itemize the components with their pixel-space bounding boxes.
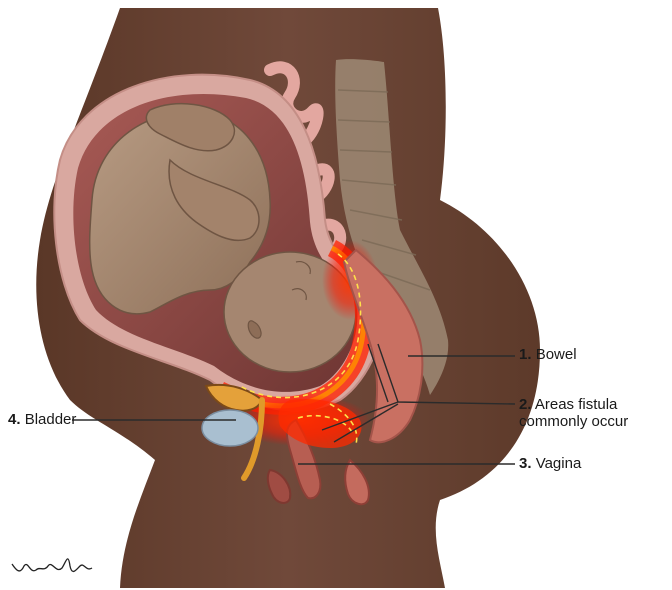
label-fistula-areas: 2. Areas fistula commonly occur	[519, 396, 628, 430]
label-bowel: 1. Bowel	[519, 346, 577, 363]
label-bladder: 4. Bladder	[8, 411, 76, 428]
artist-signature	[12, 559, 92, 572]
label-vagina-number: 3.	[519, 455, 532, 472]
label-fistula-text-line2: commonly occur	[519, 413, 628, 430]
label-bowel-text: Bowel	[536, 346, 577, 363]
label-bladder-text: Bladder	[25, 411, 77, 428]
label-fistula-number: 2.	[519, 396, 532, 413]
label-bowel-number: 1.	[519, 346, 532, 363]
label-fistula-text-line1: Areas fistula	[535, 396, 618, 413]
label-bladder-number: 4.	[8, 411, 21, 428]
bladder-organ	[202, 410, 258, 446]
label-vagina: 3. Vagina	[519, 455, 581, 472]
label-vagina-text: Vagina	[536, 455, 582, 472]
